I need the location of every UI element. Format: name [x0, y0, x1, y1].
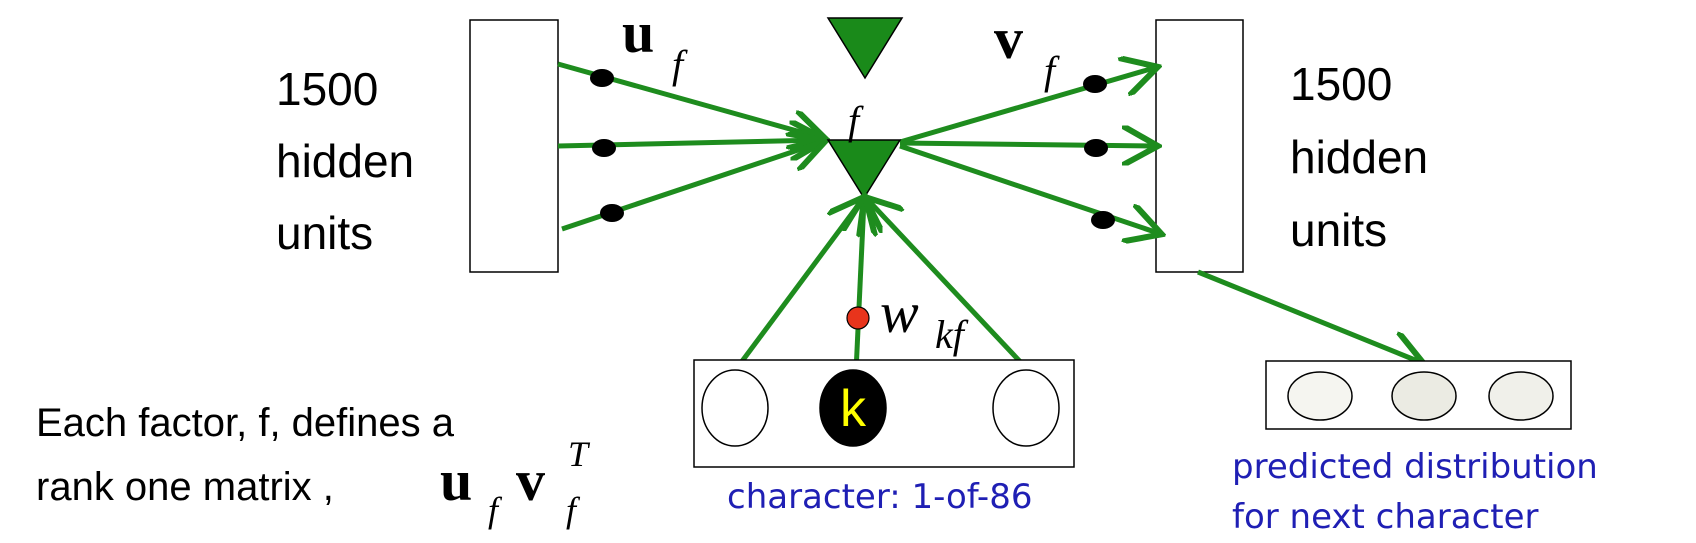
output-distribution: predicted distribution for next characte… — [1232, 360, 1598, 537]
u-vector-subscript: f — [672, 42, 688, 87]
note-v-subscript: f — [566, 490, 581, 530]
character-unit-left — [701, 369, 769, 447]
v-dot-2 — [1084, 139, 1108, 157]
right-layer-label-line3: units — [1290, 204, 1387, 256]
w-arrow-right — [868, 200, 1030, 372]
u-vector-symbol: u — [622, 0, 654, 65]
note-v-symbol: v — [516, 448, 545, 513]
u-weight-dots — [590, 69, 624, 222]
w-arrow-left — [734, 200, 862, 370]
note-line2: rank one matrix , — [36, 465, 334, 509]
output-caption-line1: predicted distribution — [1232, 447, 1598, 487]
w-arrow-active — [856, 200, 864, 373]
v-arrows — [899, 68, 1158, 233]
right-layer-box — [1155, 19, 1244, 273]
character-input: k character: 1-of-86 — [693, 359, 1075, 517]
v-vector-symbol: v — [994, 6, 1023, 71]
character-caption: character: 1-of-86 — [727, 477, 1032, 517]
right-layer-label-line1: 1500 — [1290, 58, 1392, 110]
left-layer-label-line3: units — [276, 207, 373, 259]
character-unit-active — [819, 369, 887, 447]
factor-triangle — [826, 139, 902, 200]
v-dot-1 — [1083, 75, 1107, 93]
factor-label: f — [848, 98, 864, 143]
u-dot-2 — [592, 139, 616, 157]
right-layer-label-line2: hidden — [1290, 131, 1428, 183]
w-subscript: kf — [935, 312, 969, 357]
factor-legend-triangle — [826, 17, 904, 80]
output-unit-1 — [1287, 371, 1353, 421]
output-unit-2 — [1391, 371, 1457, 421]
character-unit-right — [992, 369, 1060, 447]
u-dot-3 — [600, 204, 624, 222]
u-dot-1 — [590, 69, 614, 87]
left-layer-label-line2: hidden — [276, 135, 414, 187]
note-v-superscript: T — [568, 434, 591, 474]
v-weight-dots — [1083, 75, 1115, 229]
v-arrow-1 — [899, 68, 1154, 145]
note-u-symbol: u — [440, 448, 472, 513]
active-character-label: k — [840, 380, 867, 438]
right-hidden-layer: 1500 hidden units — [1155, 19, 1428, 273]
output-unit-3 — [1488, 371, 1554, 421]
rank-one-note: Each factor, f, defines a rank one matri… — [36, 401, 591, 530]
v-vector-subscript: f — [1044, 48, 1060, 93]
note-line1: Each factor, f, defines a — [36, 401, 455, 445]
v-arrow-2 — [899, 143, 1154, 146]
left-layer-box — [469, 19, 559, 273]
output-caption-line2: for next character — [1232, 497, 1539, 537]
w-weight-dot — [846, 306, 870, 330]
v-arrow-3 — [899, 143, 1158, 233]
note-u-subscript: f — [488, 490, 503, 530]
left-hidden-layer: 1500 hidden units — [276, 19, 559, 273]
w-symbol: w — [880, 280, 919, 345]
v-dot-3 — [1091, 211, 1115, 229]
output-arrow — [1197, 269, 1420, 362]
left-layer-label-line1: 1500 — [276, 63, 378, 115]
w-arrows — [734, 200, 1030, 373]
